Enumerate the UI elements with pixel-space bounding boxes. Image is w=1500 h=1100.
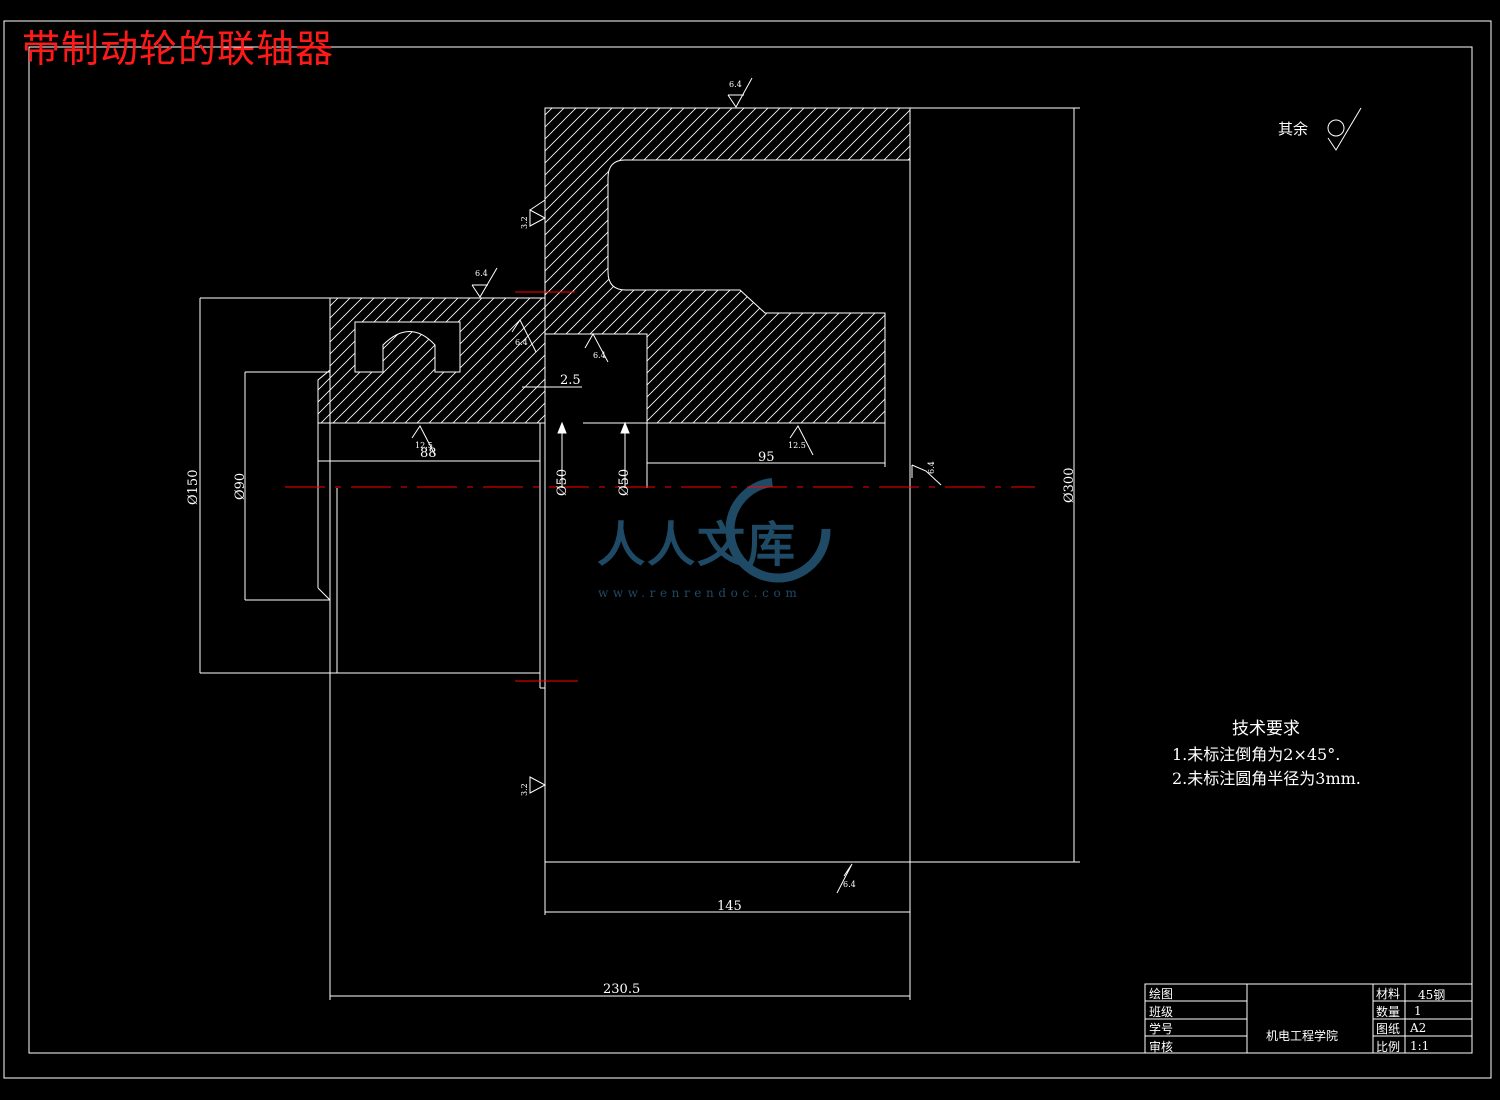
roughness-face-right: 6.4 [927,461,936,474]
notes-line-2: 2.未标注圆角半径为3mm. [1172,769,1361,788]
roughness-top: 6.4 [729,80,742,89]
dim-230-5: 230.5 [603,982,641,997]
dim-d50-left: Ø50 [555,468,570,496]
tb-qty-label: 数量 [1376,1005,1401,1019]
dim-d300: Ø300 [1062,467,1077,503]
watermark-url: www.renrendoc.com [598,586,802,600]
dim-2-5: 2.5 [560,373,581,388]
outer-border [3,20,1492,1079]
dim-d90: Ø90 [233,472,248,500]
dim-d50-right: Ø50 [617,468,632,496]
tb-draw: 绘图 [1149,987,1174,1001]
notes-line-1: 1.未标注倒角为2×45°. [1172,745,1341,764]
tb-sheet-label: 图纸 [1376,1022,1401,1036]
roughness-symbols [411,77,1362,894]
pocket-cutout [354,321,461,373]
roughness-bore-left: 12.5 [415,441,433,450]
roughness-hub-step1: 6.4 [515,338,528,347]
title-block [1144,983,1473,1054]
roughness-hub-top: 6.4 [475,269,488,278]
dimension-lines [199,298,910,997]
tb-scale-label: 比例 [1376,1040,1401,1054]
roughness-bore-right: 12.5 [788,441,806,450]
tb-review: 审核 [1149,1040,1174,1054]
tb-class: 班级 [1149,1005,1174,1019]
roughness-bottom: 6.4 [843,880,856,889]
brake-wheel-outline [544,107,1080,1000]
roughness-left-b: 3.2 [520,783,529,796]
dim-95: 95 [758,450,775,465]
roughness-hub-step2: 6.4 [593,351,606,360]
dim-d150: Ø150 [186,469,201,505]
notes-heading: 技术要求 [1232,719,1300,739]
tb-student-id: 学号 [1149,1022,1174,1036]
tb-scale-value: 1:1 [1410,1039,1430,1053]
watermark-logo [725,477,831,583]
coupling-hub-section [317,297,546,424]
drawing-title: 带制动轮的联轴器 [22,27,335,71]
watermark-text: 人人文库 [597,517,798,573]
tb-school: 机电工程学院 [1266,1029,1339,1043]
tb-qty-value: 1 [1414,1004,1422,1018]
roughness-other-label: 其余 [1278,120,1309,138]
tb-material-value: 45钢 [1418,988,1446,1002]
tb-sheet-value: A2 [1410,1021,1427,1035]
tb-material-label: 材料 [1376,987,1401,1001]
roughness-left-a: 3.2 [520,216,529,229]
dim-145: 145 [717,899,742,914]
dim-88: 88 [420,446,437,461]
brake-wheel-section [544,107,911,424]
inner-border [28,46,1473,1054]
